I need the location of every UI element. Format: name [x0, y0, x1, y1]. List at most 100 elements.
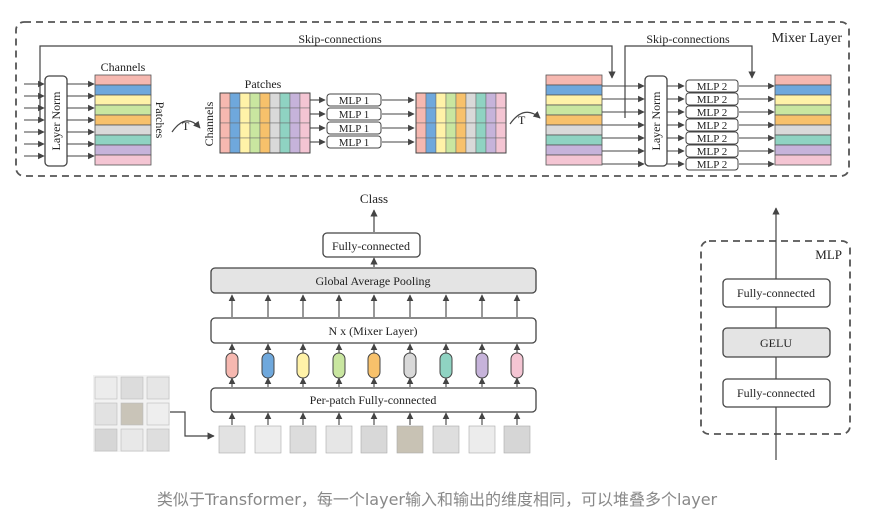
stack-row — [774, 144, 832, 156]
grid-cell — [485, 92, 497, 109]
stack-row — [545, 104, 603, 116]
grid-cell — [299, 92, 311, 109]
mlp-fc-bottom-label: Fully-connected — [737, 386, 815, 400]
sequence-patch — [218, 425, 246, 454]
caption: 类似于Transformer，每一个layer输入和输出的维度相同，可以堆叠多个… — [156, 490, 718, 509]
gelu-label: GELU — [760, 336, 792, 350]
mlp1-box — [326, 107, 382, 121]
stack-row — [94, 134, 152, 146]
token-capsule — [367, 352, 381, 379]
stack-row — [94, 84, 152, 96]
stack-row — [545, 154, 603, 166]
grid-cell — [239, 107, 251, 124]
gelu-box — [722, 327, 831, 358]
grid-cell — [445, 137, 457, 154]
grid-cell — [239, 137, 251, 154]
grid-cell — [249, 92, 261, 109]
token-capsule — [332, 352, 346, 379]
class-label: Class — [360, 191, 388, 206]
patch-sequence — [218, 425, 531, 454]
layer-norm-1-label: Layer Norm — [49, 91, 63, 151]
grid-cell — [445, 107, 457, 124]
image-to-patches-arrow — [170, 411, 215, 440]
grid-cell — [269, 122, 281, 139]
grid-cell — [455, 137, 467, 154]
token-row — [225, 343, 524, 387]
mlp2-label: MLP 2 — [697, 120, 727, 132]
stack-row — [545, 134, 603, 146]
stack-row — [94, 94, 152, 106]
channels-label: Channels — [101, 60, 146, 74]
grid-cell — [279, 92, 291, 109]
transpose-arrow-2 — [509, 111, 541, 125]
stack-row — [94, 74, 152, 86]
stack-row — [545, 84, 603, 96]
stack-row — [774, 84, 832, 96]
input-arrows — [24, 80, 45, 160]
mlp-title: MLP — [815, 247, 842, 262]
global-average-pooling-label: Global Average Pooling — [315, 274, 430, 288]
grid-cell — [259, 137, 271, 154]
mlp-fc-top-box — [722, 278, 831, 308]
mlp1-label: MLP 1 — [339, 137, 369, 149]
stack-row — [774, 104, 832, 116]
per-patch-fc-box — [210, 387, 537, 413]
skip-connections-label-2: Skip-connections — [646, 32, 730, 46]
ln1-output-arrows — [67, 80, 95, 160]
patches-vertical-label: Patches — [153, 102, 167, 139]
patch-to-fc-arrows — [228, 412, 521, 425]
grid-cell — [415, 92, 427, 109]
grid-cell — [299, 137, 311, 154]
sequence-patch — [432, 425, 460, 454]
global-average-pooling-box — [210, 267, 537, 294]
grid-cell — [415, 122, 427, 139]
mixer-to-pool-arrows — [228, 294, 521, 317]
grid-outline — [415, 92, 507, 154]
grid-cell — [259, 92, 271, 109]
mlp1-label: MLP 1 — [339, 95, 369, 107]
image-patch — [146, 428, 170, 452]
stack-row — [545, 114, 603, 126]
token-capsule — [225, 352, 239, 379]
fully-connected-box — [322, 232, 421, 258]
stack-row — [545, 74, 603, 86]
stack-row — [545, 144, 603, 156]
fully-connected-label: Fully-connected — [332, 239, 410, 253]
token-capsule — [475, 352, 489, 379]
mlp2-box — [685, 118, 739, 132]
grid-cell — [435, 92, 447, 109]
mlp2-label: MLP 2 — [697, 146, 727, 158]
mlp2-label: MLP 2 — [697, 107, 727, 119]
grid-cell — [229, 122, 241, 139]
stack-row — [94, 114, 152, 126]
grid-cell — [269, 92, 281, 109]
stack-row — [94, 124, 152, 136]
stack-row — [774, 114, 832, 126]
grid-cell — [485, 122, 497, 139]
sequence-patch — [325, 425, 353, 454]
mlp2-label: MLP 2 — [697, 94, 727, 106]
ln2-input-arrows — [602, 82, 645, 168]
grid-cell — [465, 122, 477, 139]
grid-cell — [425, 107, 437, 124]
grid-cell — [455, 92, 467, 109]
grid-cell — [435, 107, 447, 124]
token-capsule — [261, 352, 275, 379]
grid-cell — [229, 107, 241, 124]
token-stack-1 — [94, 74, 152, 166]
sequence-patch — [503, 425, 531, 454]
mlp1-label: MLP 1 — [339, 123, 369, 135]
mlp2-box — [685, 157, 739, 171]
patch-grid-1 — [219, 92, 311, 154]
stack-row — [545, 94, 603, 106]
input-image — [93, 375, 170, 452]
grid-cell — [425, 137, 437, 154]
grid-cell — [289, 92, 301, 109]
mlp2-box — [685, 144, 739, 158]
transpose-label-2: T — [518, 113, 526, 127]
token-capsule — [510, 352, 524, 379]
mlp1-box — [326, 93, 382, 107]
mlp1-box — [326, 135, 382, 149]
